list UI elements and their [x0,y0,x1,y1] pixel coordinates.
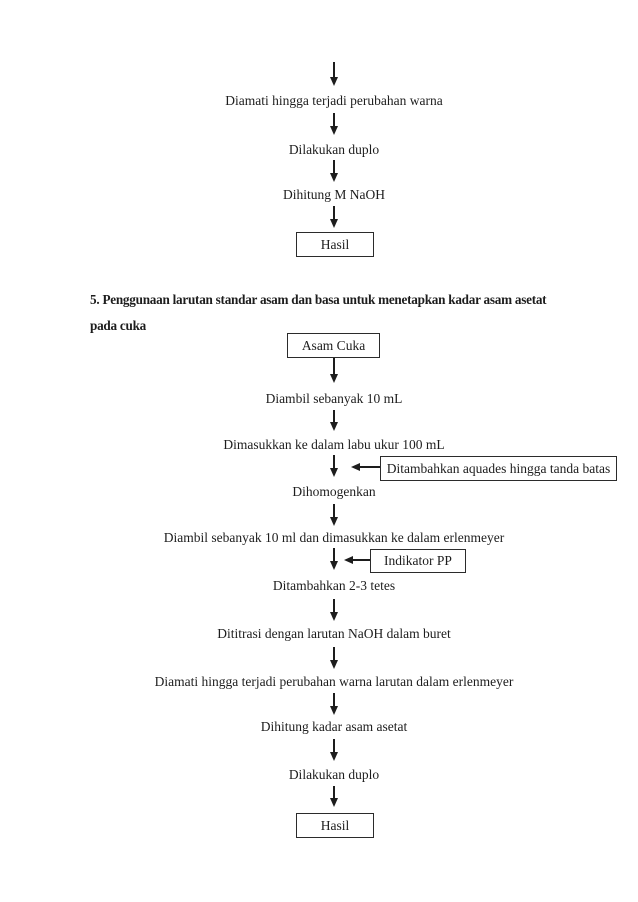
flow-step-observe-color-change: Diamati hingga terjadi perubahan warna [225,93,443,108]
flow-step-erlenmeyer: Diambil sebanyak 10 ml dan dimasukkan ke… [163,530,505,545]
section-heading: 5. Penggunaan larutan standar asam dan b… [90,287,547,339]
flow-step-volumetric-flask: Dimasukkan ke dalam labu ukur 100 mL [223,437,445,452]
section-heading-line2: pada cuka [90,318,147,333]
start-box-label: Asam Cuka [301,337,366,353]
arrow-left-icon [360,466,380,468]
arrow-down-icon [333,206,335,219]
flow-step-observe-erlenmeyer: Diamati hingga terjadi perubahan warna l… [154,674,514,689]
flow-step-titrate: Dititrasi dengan larutan NaOH dalam bure… [217,626,451,641]
result-box-final: Hasil [296,813,374,838]
arrow-down-icon [333,358,335,374]
arrow-down-icon [333,455,335,468]
arrow-down-icon [333,739,335,752]
result-box-final-label: Hasil [320,817,350,833]
arrow-down-icon [333,548,335,561]
side-box-aquades: Ditambahkan aquades hingga tanda batas [380,456,617,481]
arrow-down-icon [333,786,335,798]
flow-step-calc-m-naoh: Dihitung M NaOH [283,187,385,202]
arrow-left-icon [353,559,370,561]
flow-step-calc-kadar: Dihitung kadar asam asetat [260,719,408,734]
flow-step-duplicate: Dilakukan duplo [288,142,380,157]
arrow-down-icon [333,113,335,126]
arrow-down-icon [333,62,335,77]
arrow-down-icon [333,693,335,706]
arrow-down-icon [333,410,335,422]
arrow-down-icon [333,647,335,660]
flow-step-duplicate-2: Dilakukan duplo [288,767,380,782]
arrow-down-icon [333,504,335,517]
side-box-indikator-pp-label: Indikator PP [384,553,452,568]
section-heading-line1: 5. Penggunaan larutan standar asam dan b… [90,292,547,307]
arrow-down-icon [333,160,335,173]
flow-step-take-10ml: Diambil sebanyak 10 mL [265,391,403,406]
side-box-indikator-pp: Indikator PP [370,549,466,573]
result-box-label: Hasil [320,236,350,252]
flow-step-homogenize: Dihomogenkan [292,484,376,499]
side-box-aquades-label: Ditambahkan aquades hingga tanda batas [386,460,611,476]
start-box-asam-cuka: Asam Cuka [287,333,380,358]
arrow-down-icon [333,599,335,612]
result-box: Hasil [296,232,374,257]
flow-step-drops: Ditambahkan 2-3 tetes [272,578,396,593]
